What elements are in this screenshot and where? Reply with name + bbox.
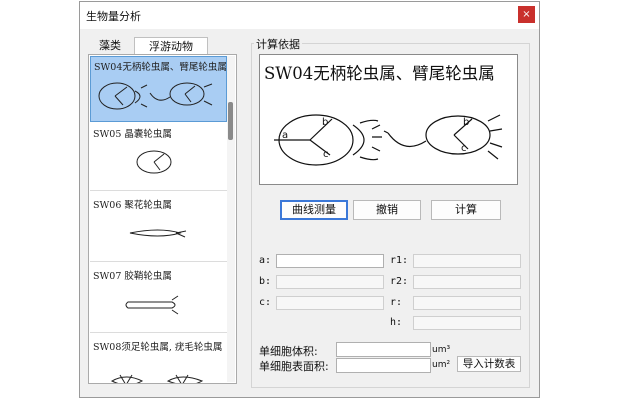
r-value-field[interactable]: [413, 296, 521, 310]
species-list: SW04无柄轮虫属、臂尾轮虫属 SW05 晶囊轮虫属 SW06 聚花轮虫属: [88, 54, 237, 384]
h-value-field[interactable]: [413, 316, 521, 330]
tab-algae[interactable]: 藻类: [99, 39, 121, 52]
list-item-label: SW08须足轮虫属, 疣毛轮虫属: [93, 342, 223, 353]
import-count-table-button[interactable]: 导入计数表: [457, 356, 521, 372]
surface-area-unit: um²: [432, 360, 451, 370]
group-label: 计算依据: [254, 36, 302, 52]
volume-unit: um³: [432, 345, 451, 355]
list-item-label: SW05 晶囊轮虫属: [93, 129, 172, 140]
r2-value-field[interactable]: [413, 275, 521, 289]
preview-diagram: a b c b c: [274, 114, 503, 166]
calculation-basis-group: [251, 43, 530, 388]
list-item-label: SW06 聚花轮虫属: [93, 200, 172, 211]
sw08-thumbnail: [110, 374, 204, 383]
sw04-thumbnail: [98, 82, 213, 110]
c-value-field[interactable]: [276, 296, 384, 310]
diagram-label-b: b: [322, 117, 328, 128]
diagram-label-c: c: [323, 149, 329, 160]
preview-title: SW04无柄轮虫属、臂尾轮虫属: [264, 64, 495, 83]
sw07-thumbnail: [125, 295, 179, 315]
list-item-sw05[interactable]: SW05 晶囊轮虫属: [90, 124, 227, 191]
list-item-sw06[interactable]: SW06 聚花轮虫属: [90, 195, 227, 262]
field-label-r2: r2:: [390, 276, 409, 287]
field-label-r: r:: [390, 297, 403, 308]
field-label-h: h:: [390, 317, 403, 328]
b-value-field[interactable]: [276, 275, 384, 289]
r1-value-field[interactable]: [413, 254, 521, 268]
undo-button[interactable]: 撤销: [353, 200, 421, 220]
field-label-b: b:: [259, 276, 272, 287]
tab-zooplankton[interactable]: 浮游动物: [134, 37, 208, 56]
calculate-button[interactable]: 计算: [431, 200, 501, 220]
diagram-label-a: a: [282, 130, 288, 141]
window-title: 生物量分析: [86, 10, 141, 23]
volume-field[interactable]: [336, 342, 431, 357]
a-value-field[interactable]: [276, 254, 384, 268]
diagram-label-b2: b: [463, 117, 469, 128]
list-item-sw04[interactable]: SW04无柄轮虫属、臂尾轮虫属: [90, 56, 227, 122]
field-label-a: a:: [259, 255, 272, 266]
species-preview: SW04无柄轮虫属、臂尾轮虫属 a b c b c: [259, 54, 518, 185]
field-label-r1: r1:: [390, 255, 409, 266]
surface-area-field[interactable]: [336, 358, 431, 373]
list-item-label: SW07 胶鞘轮虫属: [93, 271, 172, 282]
list-scrollbar[interactable]: [227, 56, 235, 382]
sw05-thumbnail: [136, 150, 172, 174]
diagram-label-c2: c: [461, 143, 467, 154]
surface-area-label: 单细胞表面积:: [259, 360, 329, 373]
close-icon[interactable]: ×: [518, 6, 535, 23]
title-bar: 生物量分析 ×: [80, 2, 539, 29]
scrollbar-thumb[interactable]: [228, 102, 233, 140]
list-item-sw08[interactable]: SW08须足轮虫属, 疣毛轮虫属: [90, 337, 227, 383]
list-item-label: SW04无柄轮虫属、臂尾轮虫属: [94, 62, 227, 73]
list-item-sw07[interactable]: SW07 胶鞘轮虫属: [90, 266, 227, 333]
volume-label: 单细胞体积:: [259, 345, 318, 358]
curve-measure-button[interactable]: 曲线测量: [280, 200, 348, 220]
field-label-c: c:: [259, 297, 272, 308]
sw06-thumbnail: [129, 229, 187, 238]
